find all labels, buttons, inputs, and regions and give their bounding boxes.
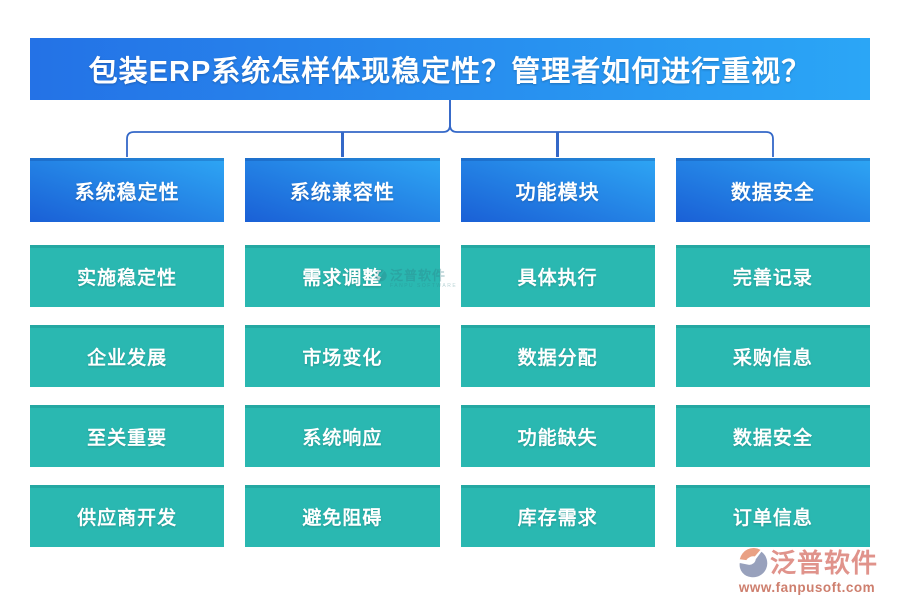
columns-grid: 系统稳定性 实施稳定性 企业发展 至关重要 供应商开发 系统兼容性 需求调整 [30,158,870,565]
node-box: 采购信息 [675,325,870,387]
branch-header: 系统稳定性 [30,158,225,222]
column-system-stability: 系统稳定性 实施稳定性 企业发展 至关重要 供应商开发 [30,158,225,565]
node-box: 需求调整 [245,245,440,307]
node-label: 数据分配 [517,347,598,369]
node-box: 系统响应 [245,405,440,467]
footer-brand-name: 泛普软件 [769,548,878,578]
node-box: 完善记录 [675,245,870,307]
branch-header: 数据安全 [675,158,870,222]
branch-header-label: 系统兼容性 [289,181,395,204]
node-label: 采购信息 [732,347,813,369]
node-box: 实施稳定性 [30,245,225,307]
node-label: 避免阻碍 [302,507,383,529]
branch-header: 系统兼容性 [245,158,440,222]
branch-right [449,100,774,157]
column-system-compatibility: 系统兼容性 需求调整 市场变化 系统响应 避免阻碍 [245,158,440,565]
brand-icon [739,548,768,578]
node-label: 企业发展 [87,347,168,369]
page-title: 包装ERP系统怎样体现稳定性？管理者如何进行重视？ [88,56,812,88]
node-label: 供应商开发 [77,507,178,529]
node-label: 库存需求 [517,507,598,529]
node-label: 完善记录 [732,267,813,289]
node-box: 订单信息 [675,485,870,547]
node-box: 市场变化 [245,325,440,387]
footer-url: www.fanpusoft.com [738,580,876,595]
node-box: 至关重要 [30,405,225,467]
footer-brand-logo: 泛普软件 www.fanpusoft.com [736,547,878,595]
title-banner: 包装ERP系统怎样体现稳定性？管理者如何进行重视？ [30,38,870,100]
node-box: 数据安全 [675,405,870,467]
branch-header-label: 系统稳定性 [74,181,180,204]
branch-header-label: 功能模块 [515,181,600,204]
node-label: 实施稳定性 [77,267,178,289]
node-box: 供应商开发 [30,485,225,547]
node-box: 避免阻碍 [245,485,440,547]
branch-left [126,100,451,157]
node-box: 库存需求 [460,485,655,547]
column-function-modules: 功能模块 具体执行 数据分配 功能缺失 库存需求 [460,158,655,565]
branch-header-label: 数据安全 [730,181,815,204]
node-label: 功能缺失 [517,427,598,449]
node-label: 订单信息 [732,507,813,529]
node-box: 功能缺失 [460,405,655,467]
node-label: 需求调整 [302,267,383,289]
node-box: 具体执行 [460,245,655,307]
node-label: 市场变化 [302,347,383,369]
node-box: 企业发展 [30,325,225,387]
column-data-security: 数据安全 完善记录 采购信息 数据安全 订单信息 [675,158,870,565]
node-label: 至关重要 [87,427,168,449]
node-label: 系统响应 [302,427,383,449]
node-label: 数据安全 [732,427,813,449]
node-box: 数据分配 [460,325,655,387]
node-label: 具体执行 [517,267,598,289]
branch-header: 功能模块 [460,158,655,222]
